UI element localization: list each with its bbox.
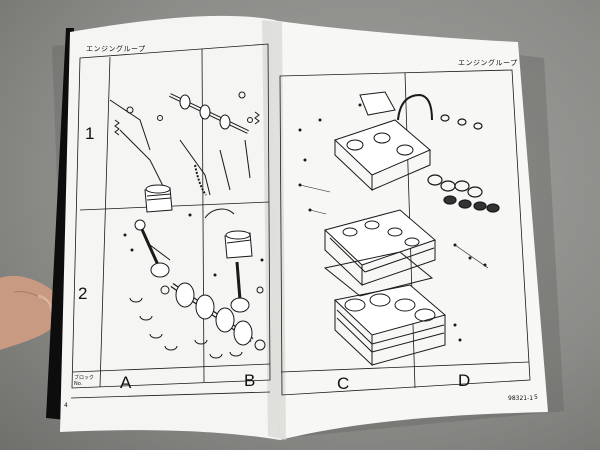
right-page-header: エンジングループ [458, 59, 518, 67]
row-label-2: 2 [78, 284, 88, 303]
part-reference-marks [123, 103, 487, 342]
left-page-header: エンジングループ [86, 45, 146, 53]
cylinder-head-drawing [324, 209, 436, 287]
hand [0, 275, 61, 350]
block-label-line-1: ブロック [74, 375, 95, 381]
column-label-c: C [337, 374, 350, 393]
block-label-line-2: No. [74, 381, 83, 387]
cylinder-block-drawing [323, 251, 447, 367]
valve-train-drawing [109, 91, 260, 196]
block-label: ブロック No. [74, 375, 94, 387]
piston-conrod-drawing [129, 184, 266, 359]
carburetor-rings-drawing [427, 114, 500, 213]
column-label-b: B [244, 371, 256, 390]
left-page-number: 4 [64, 402, 68, 409]
right-page-number: 5 [534, 394, 538, 401]
row-label-1: 1 [85, 124, 95, 143]
column-label-a: A [120, 373, 132, 392]
left-page-frame [70, 43, 271, 399]
right-page-code: 98321-1 [508, 395, 534, 402]
column-label-d: D [458, 371, 471, 390]
cylinder-head-cover-drawing [334, 91, 433, 192]
